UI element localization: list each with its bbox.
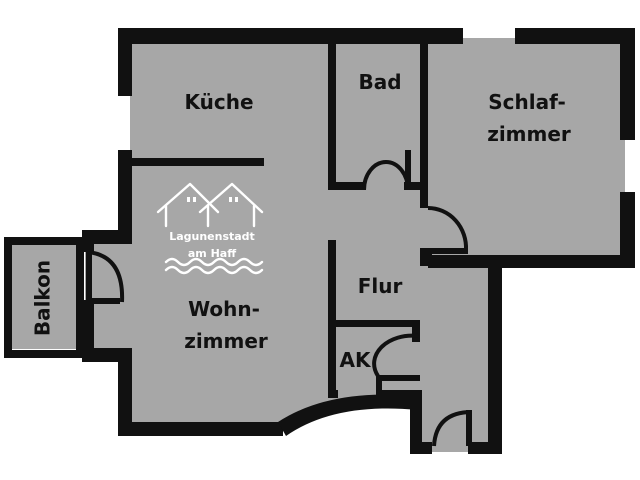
room-label-schlafzimmer-line2: zimmer — [487, 122, 571, 146]
balkon-floor — [12, 245, 76, 349]
doors — [86, 150, 473, 447]
room-label-schlafzimmer-line1: Schlaf- — [488, 90, 566, 114]
room-labels: Küche Bad Schlaf- zimmer Wohn- zimmer Fl… — [184, 70, 571, 372]
waves-icon — [164, 257, 264, 275]
room-label-ak: AK — [340, 348, 372, 372]
room-label-kueche: Küche — [184, 90, 253, 114]
houses-icon — [156, 182, 264, 228]
room-label-wohnzimmer-line2: zimmer — [184, 329, 268, 353]
balkon-door-swing — [87, 250, 125, 303]
room-label-bad: Bad — [358, 70, 401, 94]
room-label-wohnzimmer-line1: Wohn- — [188, 297, 260, 321]
room-label-balkon: Balkon — [31, 260, 55, 336]
walls — [82, 28, 635, 454]
room-label-flur: Flur — [358, 274, 403, 298]
lagunenstadt-logo: Lagunenstadt am Haff — [156, 182, 264, 275]
balkon: Balkon — [4, 237, 84, 358]
logo-text-line1: Lagunenstadt — [169, 230, 255, 243]
ak-door-swing — [372, 333, 419, 378]
schlafzimmer-door-swing — [427, 205, 469, 251]
logo-text-line2: am Haff — [188, 247, 236, 260]
